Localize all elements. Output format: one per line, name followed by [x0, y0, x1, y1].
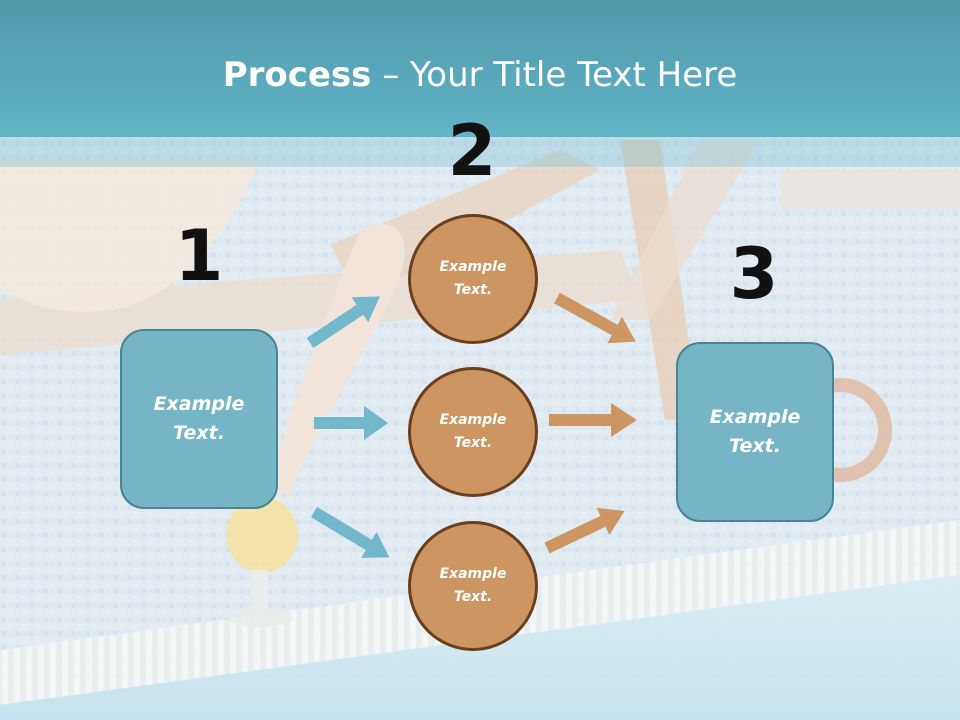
step2-circle-bottom-text: Example Text. — [439, 566, 507, 605]
slide-title-bold: Process — [222, 55, 372, 95]
step-number-1: 1 — [174, 215, 224, 297]
arrow-step1-to-middle — [314, 406, 388, 440]
step1-box-text: Example Text. — [153, 393, 245, 444]
step2-circle-bottom[interactable]: Example Text. — [408, 521, 538, 651]
step2-circle-middle[interactable]: Example Text. — [408, 367, 538, 497]
step2-circle-top-text: Example Text. — [439, 259, 507, 298]
arrow-middle-to-step3 — [549, 403, 637, 437]
arrow-top-to-step3 — [554, 292, 636, 344]
slide-title-rest: – Your Title Text Here — [371, 55, 738, 95]
arrow-step1-to-top — [306, 296, 380, 348]
step-number-2: 2 — [447, 110, 497, 192]
step-number-3: 3 — [729, 233, 779, 315]
title-bar-shadow-band — [0, 137, 960, 167]
step2-circle-middle-text: Example Text. — [439, 412, 507, 451]
step3-box[interactable]: Example Text. — [676, 342, 834, 522]
slide-title[interactable]: Process – Your Title Text Here — [0, 52, 960, 98]
arrow-step1-to-bottom — [310, 506, 390, 558]
arrow-bottom-to-step3 — [544, 507, 625, 554]
step2-circle-top[interactable]: Example Text. — [408, 214, 538, 344]
step3-box-text: Example Text. — [709, 406, 801, 457]
title-bar — [0, 0, 960, 137]
step1-box[interactable]: Example Text. — [120, 329, 278, 509]
